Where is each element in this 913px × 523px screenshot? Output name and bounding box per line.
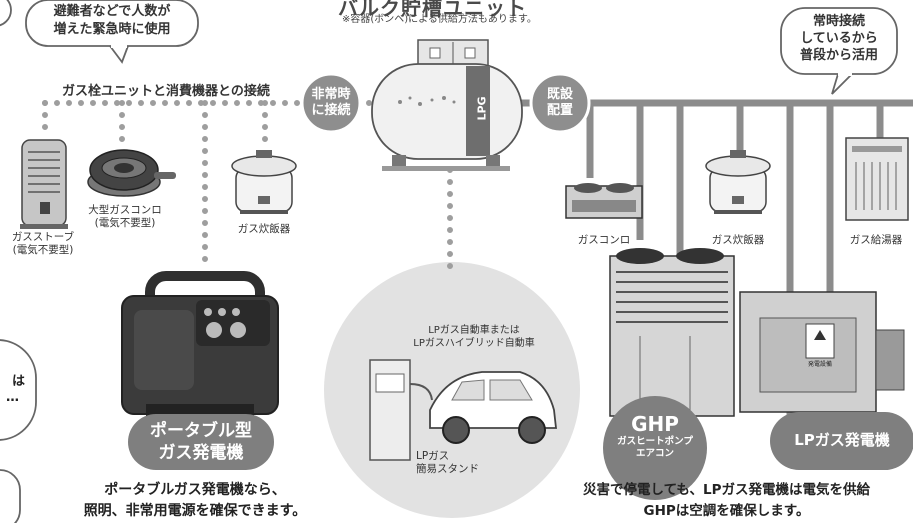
appliance-large-burner-label: 大型ガスコンロ (電気不要型) <box>88 204 162 229</box>
appliance-gas-stove-label: ガスコンロ <box>577 234 631 246</box>
emergency-callout-text: 避難者などで人数が 増えた緊急時に使用 <box>53 4 171 37</box>
ghp-badge <box>603 396 707 500</box>
lp-generator-badge <box>770 412 913 470</box>
existing-mode-circle <box>529 72 591 134</box>
appliance-gas-heater-label: ガスストーブ (電気不要型) <box>11 231 75 256</box>
emergency-mode-circle <box>300 72 362 134</box>
rice-cooker-left-icon <box>231 150 297 214</box>
ghp-unit-icon <box>609 248 735 417</box>
gas-heater-icon <box>20 139 68 229</box>
existing-mode-label: 既設 配置 <box>546 87 573 118</box>
water-heater-icon <box>845 137 909 221</box>
emergency-mode-label: 非常時 に接続 <box>311 87 351 118</box>
left-partial-text-2: … <box>6 390 19 405</box>
emergency-dotted-lines <box>42 100 453 273</box>
car-label: LPガス自動車または LPガスハイブリッド自動車 <box>413 325 535 349</box>
tank-lpg-label: LPG <box>475 96 489 121</box>
portable-generator-badge <box>128 414 274 470</box>
bottom-right-description: 災害で停電しても、LPガス発電機は電気を供給 GHPは空調を確保します。 <box>582 482 870 519</box>
ghp-badge-text: GHP ガスヒートポンプ エアコン <box>617 412 693 459</box>
always-callout-text: 常時接続 しているから 普段から活用 <box>799 14 878 63</box>
lp-gas-generator-icon <box>739 291 905 413</box>
connection-label: ガス栓ユニットと消費機器との接続 <box>62 84 270 99</box>
stand-label: LPガス 簡易スタンド <box>416 450 479 475</box>
lp-gas-stand-icon <box>369 359 433 461</box>
appliance-rice-cooker-left-label: ガス炊飯器 <box>237 223 291 235</box>
supply-note: ※容器(ボンベ)による供給方法もあります。 <box>342 14 537 25</box>
lp-generator-badge-text: LPガス発電機 <box>794 431 890 449</box>
appliance-water-heater-label: ガス給湯器 <box>849 234 903 246</box>
portable-generator-badge-text: ポータブル型 ガス発電機 <box>150 421 252 463</box>
lpg-car-icon <box>429 371 558 444</box>
lp-generator-panel-label: 発電設備 <box>807 361 832 368</box>
gas-stove-icon <box>565 183 643 219</box>
appliance-rice-cooker-right-label: ガス炊飯器 <box>711 234 765 246</box>
page-title: バルク貯槽ユニット <box>338 0 527 20</box>
left-partial-text-1: は <box>12 374 26 389</box>
portable-generator-icon <box>121 271 279 416</box>
portable-generator-description: ポータブルガス発電機なら、 照明、非常用電源を確保できます。 <box>83 482 307 519</box>
large-gas-burner-icon <box>87 149 176 197</box>
rice-cooker-right-icon <box>705 150 771 214</box>
lpg-bulk-tank-icon <box>371 39 523 171</box>
